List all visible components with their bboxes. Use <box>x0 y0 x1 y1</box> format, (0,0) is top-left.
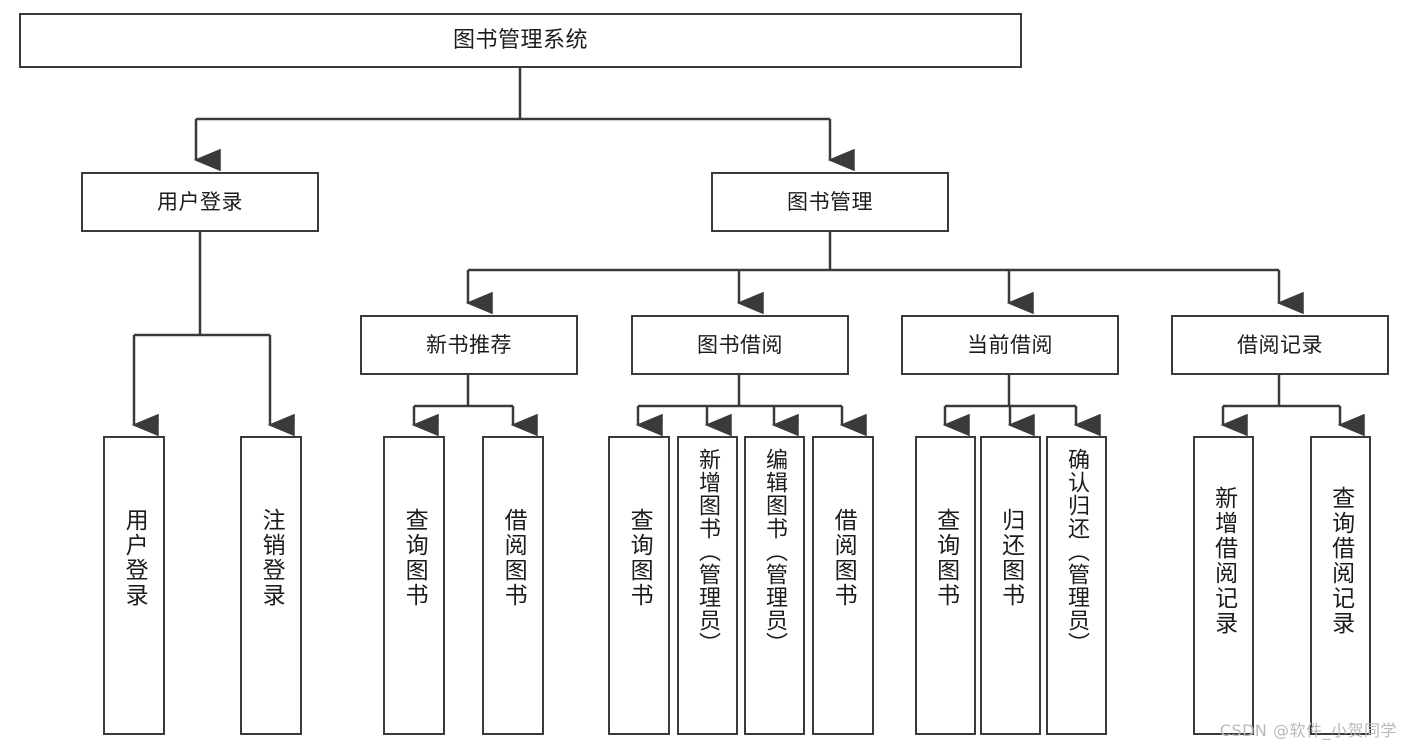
leaf-user-login[interactable]: 用户登录 <box>103 436 165 735</box>
leaf-query-book-current-label: 查询图书 <box>932 508 959 608</box>
leaf-borrow-book-recommend-label: 借阅图书 <box>500 508 527 608</box>
leaf-query-book-current[interactable]: 查询图书 <box>915 436 976 735</box>
leaf-confirm-return-label: 确认归还（管理员） <box>1064 448 1090 655</box>
leaf-query-book-borrow-label: 查询图书 <box>626 508 653 608</box>
leaf-query-borrow-record-label: 查询借阅记录 <box>1327 486 1354 636</box>
node-current-borrow-label: 当前借阅 <box>967 332 1053 357</box>
leaf-borrow-book-borrow-label: 借阅图书 <box>830 508 857 608</box>
node-book-management[interactable]: 图书管理 <box>711 172 949 232</box>
node-book-management-label: 图书管理 <box>787 189 873 214</box>
leaf-add-book[interactable]: 新增图书（管理员） <box>677 436 738 735</box>
leaf-return-book-label: 归还图书 <box>997 508 1024 608</box>
leaf-borrow-book-recommend[interactable]: 借阅图书 <box>482 436 544 735</box>
leaf-edit-book-label: 编辑图书（管理员） <box>762 448 788 655</box>
leaf-logout-login[interactable]: 注销登录 <box>240 436 302 735</box>
leaf-query-book-recommend-label: 查询图书 <box>401 508 428 608</box>
leaf-return-book[interactable]: 归还图书 <box>980 436 1041 735</box>
node-borrow-record-label: 借阅记录 <box>1237 332 1323 357</box>
node-root-label: 图书管理系统 <box>452 27 588 53</box>
node-current-borrow[interactable]: 当前借阅 <box>901 315 1119 375</box>
leaf-query-book-borrow[interactable]: 查询图书 <box>608 436 670 735</box>
leaf-add-borrow-record-label: 新增借阅记录 <box>1210 486 1237 636</box>
node-borrow-record[interactable]: 借阅记录 <box>1171 315 1389 375</box>
node-new-book-recommend[interactable]: 新书推荐 <box>360 315 578 375</box>
node-user-login[interactable]: 用户登录 <box>81 172 319 232</box>
leaf-user-login-label: 用户登录 <box>121 508 148 608</box>
leaf-add-borrow-record[interactable]: 新增借阅记录 <box>1193 436 1254 735</box>
leaf-logout-login-label: 注销登录 <box>258 508 285 608</box>
watermark: CSDN @软件_小贺同学 <box>1219 721 1397 740</box>
node-book-borrow-label: 图书借阅 <box>697 332 783 357</box>
node-new-book-recommend-label: 新书推荐 <box>426 332 512 357</box>
leaf-query-book-recommend[interactable]: 查询图书 <box>383 436 445 735</box>
leaf-borrow-book-borrow[interactable]: 借阅图书 <box>812 436 874 735</box>
node-book-borrow[interactable]: 图书借阅 <box>631 315 849 375</box>
node-root[interactable]: 图书管理系统 <box>19 13 1022 68</box>
node-user-login-label: 用户登录 <box>157 189 243 214</box>
leaf-query-borrow-record[interactable]: 查询借阅记录 <box>1310 436 1371 735</box>
leaf-edit-book[interactable]: 编辑图书（管理员） <box>744 436 805 735</box>
leaf-confirm-return[interactable]: 确认归还（管理员） <box>1046 436 1107 735</box>
leaf-add-book-label: 新增图书（管理员） <box>695 448 721 655</box>
